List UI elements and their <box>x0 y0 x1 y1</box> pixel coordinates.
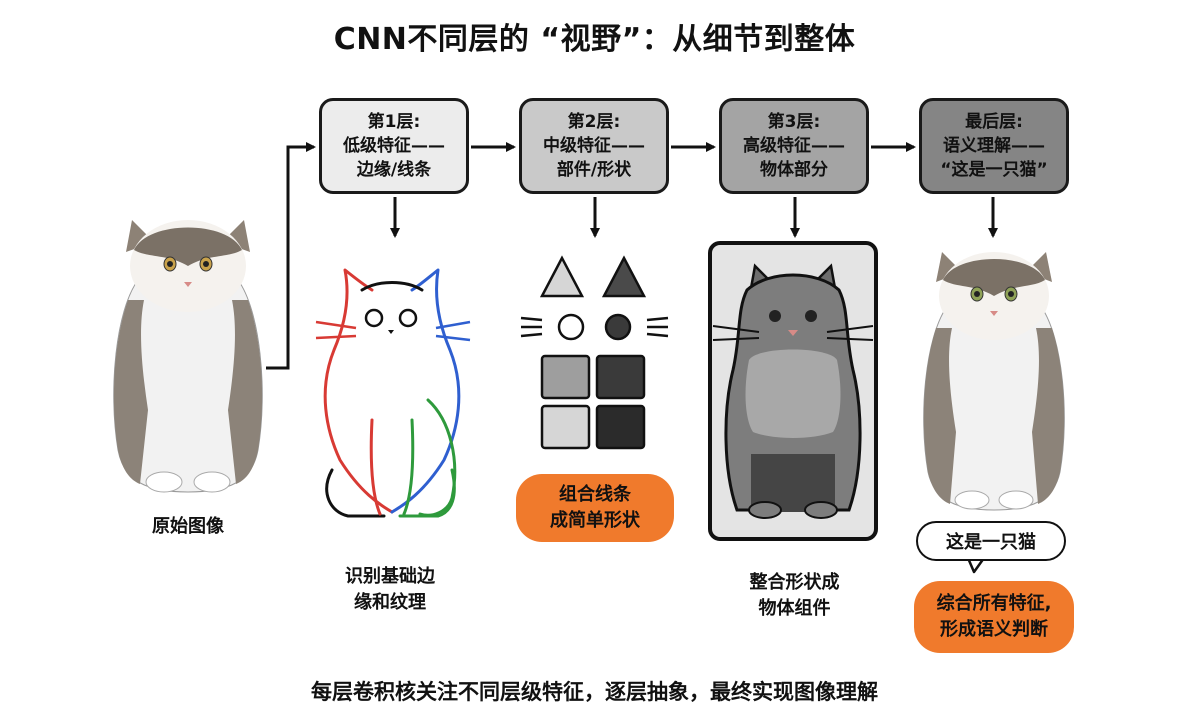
layer1-caption: 识别基础边 缘和纹理 <box>305 564 475 616</box>
layer2-box: 第2层: 中级特征—— 部件/形状 <box>519 98 669 194</box>
final-pill-line2: 形成语义判断 <box>940 619 1048 640</box>
layer3-line1: 高级特征—— <box>743 136 845 156</box>
layer2-pill-line2: 成简单形状 <box>550 510 640 531</box>
layer2-line2: 部件/形状 <box>556 160 632 180</box>
final-line2: “这是一只猫” <box>940 160 1048 180</box>
layer1-box: 第1层: 低级特征—— 边缘/线条 <box>319 98 469 194</box>
speech-bubble: 这是一只猫 <box>916 521 1066 561</box>
final-pill-line1: 综合所有特征, <box>936 593 1052 614</box>
final-pill: 综合所有特征, 形成语义判断 <box>914 581 1074 653</box>
input-to-layer1-arrow <box>266 142 316 370</box>
layer1-line2: 边缘/线条 <box>356 160 432 180</box>
layer3-caption: 整合形状成 物体组件 <box>712 570 877 622</box>
layer3-caption-line2: 物体组件 <box>758 598 831 619</box>
final-line1: 语义理解—— <box>943 136 1045 156</box>
layer2-pill-line1: 组合线条 <box>559 484 631 505</box>
dark-triangle-shape <box>601 255 647 298</box>
black-square-shape <box>595 404 646 450</box>
light-triangle-shape <box>539 255 585 298</box>
input-caption: 原始图像 <box>152 516 224 537</box>
final-layer-box: 最后层: 语义理解—— “这是一只猫” <box>919 98 1069 194</box>
footer-summary: 每层卷积核关注不同层级特征，逐层抽象，最终实现图像理解 <box>311 680 878 704</box>
layer3-line2: 物体部分 <box>760 160 828 180</box>
layer2-pill: 组合线条 成简单形状 <box>516 474 674 542</box>
layer1-heading: 第1层: <box>367 112 421 132</box>
layer3-caption-line1: 整合形状成 <box>749 572 840 593</box>
layer1-caption-line1: 识别基础边 <box>345 566 435 587</box>
layer2-line1: 中级特征—— <box>543 136 645 156</box>
light-circle-shape <box>557 313 585 341</box>
gray-square-shape <box>540 354 591 400</box>
layer3-box: 第3层: 高级特征—— 物体部分 <box>719 98 869 194</box>
dark-square-shape <box>595 354 646 400</box>
layer1-caption-line2: 缘和纹理 <box>354 592 426 613</box>
light-square-shape <box>540 404 591 450</box>
layer3-heading: 第3层: <box>767 112 821 132</box>
layer1-line1: 低级特征—— <box>343 136 445 156</box>
dark-circle-shape <box>604 313 632 341</box>
layer2-heading: 第2层: <box>567 112 621 132</box>
final-heading: 最后层: <box>965 112 1023 132</box>
diagram-title: CNN不同层的 “视野”：从细节到整体 <box>333 22 856 57</box>
